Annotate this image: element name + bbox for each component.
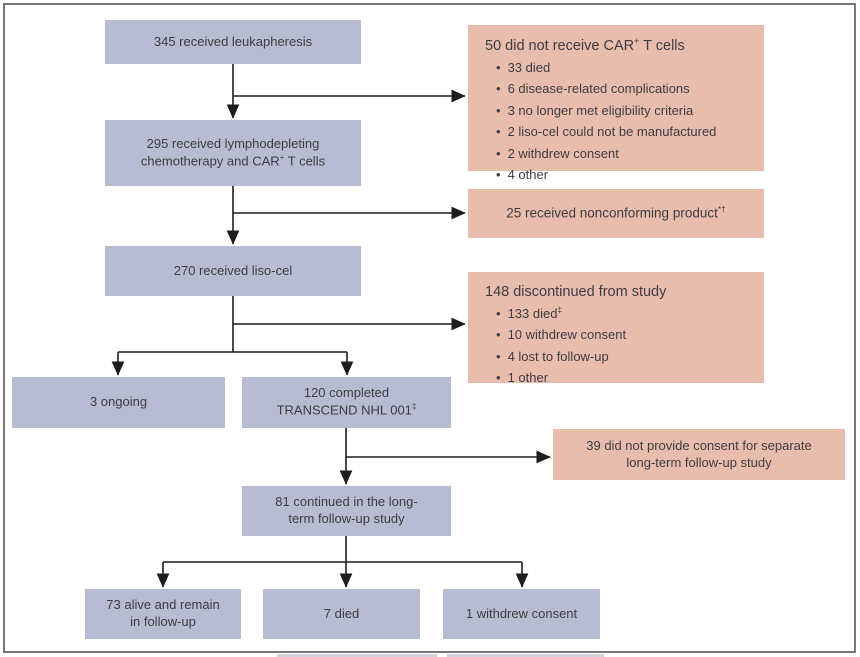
box-discontinued-from-study: 148 discontinued from study 133 died‡ 10… — [468, 272, 764, 385]
cropped-content-sliver — [447, 654, 604, 657]
exclusion-reasons-list: 33 died 6 disease-related complications … — [496, 59, 754, 184]
box-text: 1 withdrew consent — [465, 605, 578, 621]
box-ongoing: 3 ongoing — [12, 377, 225, 428]
box-text: 270 received liso-cel — [173, 262, 293, 278]
box-died: 7 died — [263, 589, 420, 639]
list-item: 2 liso-cel could not be manufactured — [496, 123, 754, 141]
exclusion-title: 148 discontinued from study — [485, 284, 667, 300]
box-received-leukapheresis: 345 received leukapheresis — [105, 20, 361, 64]
box-long-term-follow-up: 81 continued in the long-term follow-up … — [242, 486, 451, 536]
list-item: 6 disease-related complications — [496, 80, 754, 98]
list-item: 1 other — [496, 369, 754, 387]
exclusion-title: 50 did not receive CAR+ T cells — [485, 36, 685, 54]
box-did-not-receive-car-t: 50 did not receive CAR+ T cells 33 died … — [468, 25, 764, 182]
list-item: 2 withdrew consent — [496, 145, 754, 163]
list-item: 4 lost to follow-up — [496, 348, 754, 366]
list-item: 3 no longer met eligibility criteria — [496, 102, 754, 120]
cropped-content-sliver — [277, 654, 437, 657]
list-item: 33 died — [496, 59, 754, 77]
box-text: 3 ongoing — [89, 394, 148, 410]
box-text: 345 received leukapheresis — [153, 33, 313, 49]
list-item: 133 died‡ — [496, 305, 754, 323]
box-withdrew-consent: 1 withdrew consent — [443, 589, 600, 639]
list-item: 4 other — [496, 166, 754, 184]
list-item: 10 withdrew consent — [496, 326, 754, 344]
box-text: 81 continued in the long-term follow-up … — [275, 494, 418, 526]
box-text: 7 died — [323, 605, 360, 621]
exclusion-reasons-list: 133 died‡ 10 withdrew consent 4 lost to … — [496, 305, 754, 387]
box-received-liso-cel: 270 received liso-cel — [105, 246, 361, 296]
box-text: 25 received nonconforming product*† — [506, 204, 726, 221]
box-nonconforming-product: 25 received nonconforming product*† — [468, 189, 764, 238]
